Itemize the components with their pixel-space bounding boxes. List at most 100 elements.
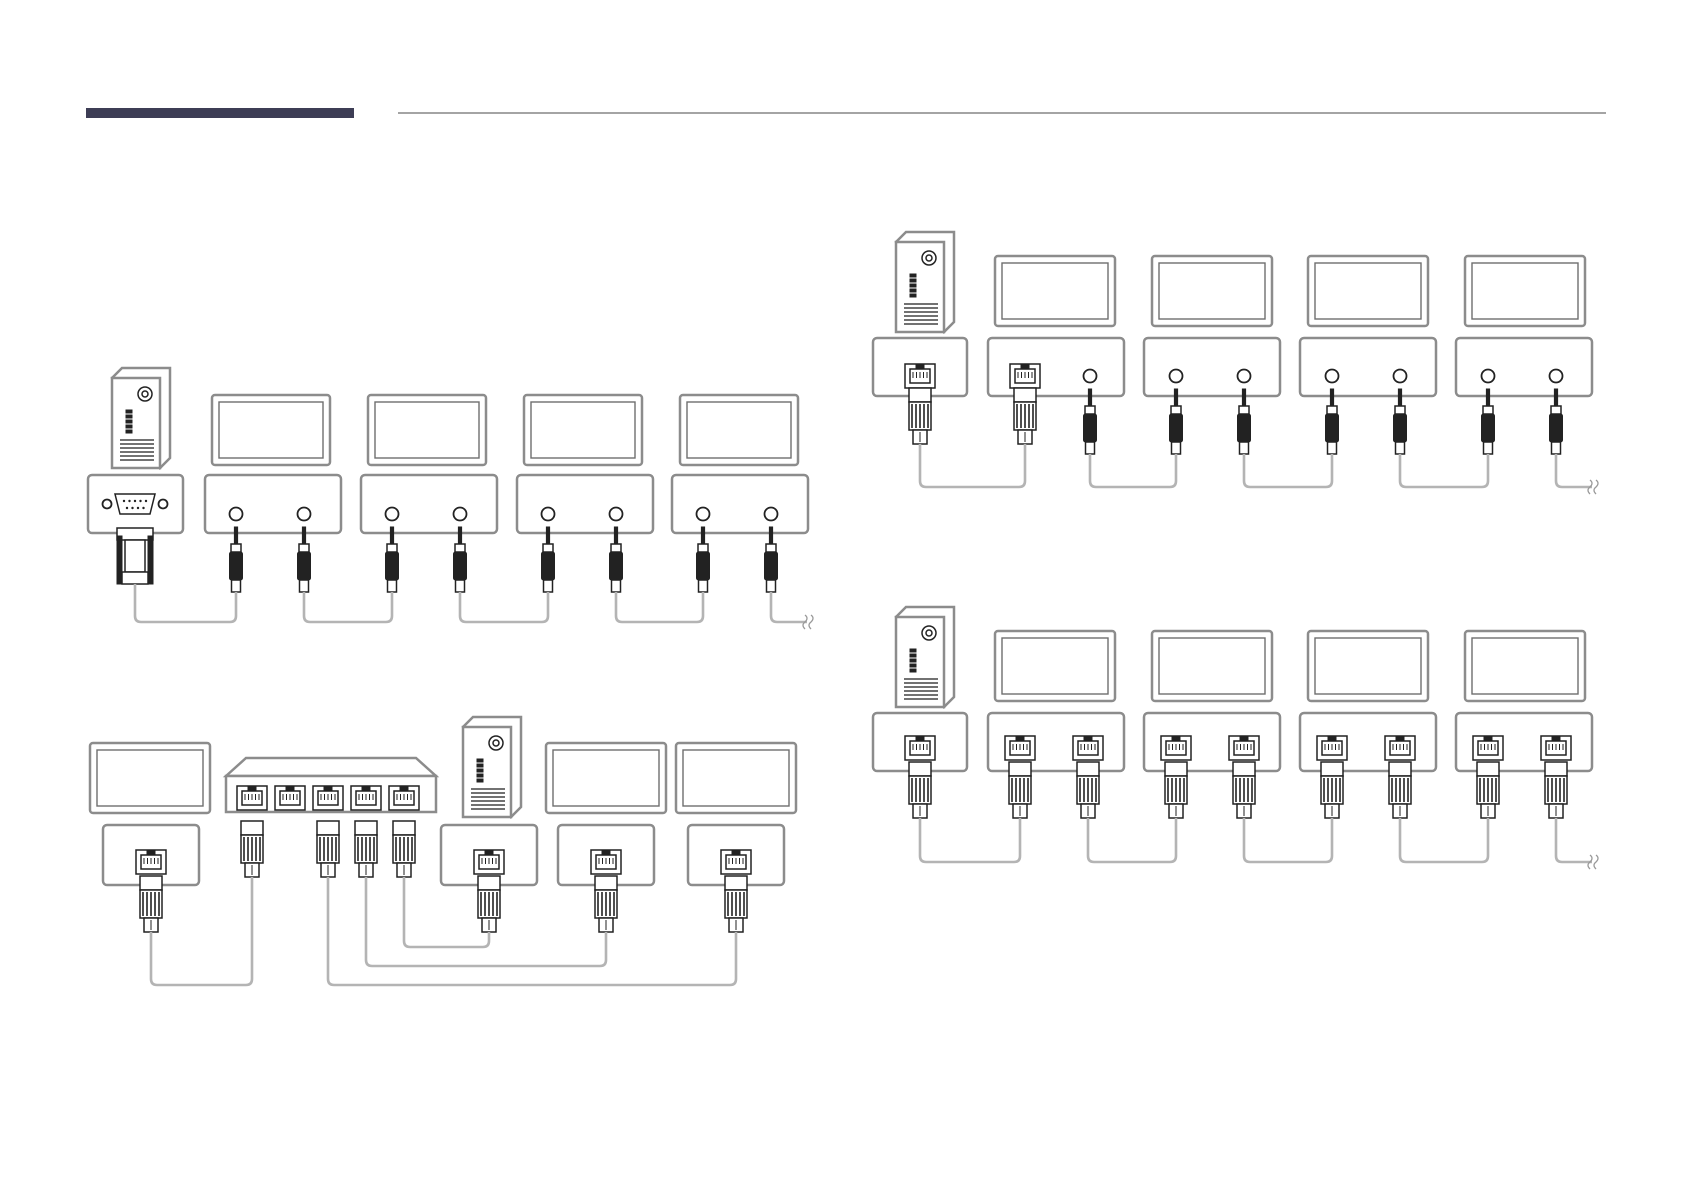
stereo-plug-collar: [1171, 406, 1181, 414]
connector-panel: [205, 475, 341, 533]
rj45-plug-head: [355, 821, 377, 835]
pc-io-port: [910, 649, 916, 652]
display-screen: [1465, 256, 1585, 326]
pc-case-front: [896, 242, 944, 332]
display-screen: [546, 743, 666, 813]
rj45-port: [905, 736, 935, 760]
stereo-plug-boot: [699, 580, 708, 592]
rj45-port-latch: [286, 787, 294, 791]
rj45-plug-icon: [1009, 762, 1031, 818]
rj45-plug-head: [1009, 762, 1031, 776]
stereo-plug-tip: [614, 527, 617, 545]
screen-panel: [1315, 638, 1421, 694]
stereo-plug-grip: [1238, 414, 1251, 442]
stereo-plug-tip: [1174, 389, 1177, 407]
stereo-plug-boot: [1552, 442, 1561, 454]
stereo-plug-tip: [1486, 389, 1489, 407]
screen-panel: [687, 402, 791, 458]
connector-panel: [1456, 338, 1592, 396]
stereo-jack-port: [1326, 370, 1339, 383]
cable-break-mark: [1588, 480, 1598, 494]
cable-break-mark: [1588, 855, 1598, 869]
stereo-jack-port: [697, 508, 710, 521]
stereo-plug-collar: [698, 544, 708, 552]
rj45-plug-icon: [1014, 388, 1036, 444]
rj45-port: [1161, 736, 1191, 760]
stereo-plug-collar: [543, 544, 553, 552]
screen-panel: [219, 402, 323, 458]
stereo-plug-icon: [1238, 389, 1251, 454]
stereo-plug-boot: [1396, 442, 1405, 454]
cable-link: [1244, 454, 1332, 487]
pc-io-port: [477, 759, 483, 762]
rj45-port: [905, 364, 935, 388]
stereo-plug-collar: [1327, 406, 1337, 414]
rs232c-pin: [145, 500, 147, 502]
stereo-plug-icon: [1482, 389, 1495, 454]
stereo-plug-icon: [610, 527, 623, 592]
rj45-plug-icon: [355, 821, 377, 877]
stereo-jack-port: [1084, 370, 1097, 383]
cable-link: [1400, 454, 1488, 487]
rj45-port: [1473, 736, 1503, 760]
pc-fan-hub: [493, 740, 499, 746]
rj45-plug-icon: [1389, 762, 1411, 818]
rj45-plug-head: [241, 821, 263, 835]
screen-panel: [1002, 263, 1108, 319]
rj45-plug-icon: [725, 876, 747, 932]
display-screen: [524, 395, 642, 465]
cable-break-mark: [803, 615, 813, 629]
pc-io-port: [126, 420, 132, 423]
rj45-plug-head: [317, 821, 339, 835]
rj45-port-latch: [324, 787, 332, 791]
pc-io-port: [910, 294, 916, 297]
stereo-jack-port: [230, 508, 243, 521]
network-switch: [226, 758, 436, 812]
pc-icon: [896, 607, 954, 707]
pc-io-port: [126, 425, 132, 428]
pc-io-port: [477, 769, 483, 772]
rj45-plug-head: [725, 876, 747, 890]
rj45-plug-head: [393, 821, 415, 835]
rj45-plug-head: [1477, 762, 1499, 776]
pc-io-port: [910, 664, 916, 667]
rs232c-pin: [142, 507, 144, 509]
cable-link: [135, 584, 236, 622]
screen-panel: [1159, 263, 1265, 319]
lan-daisy-chain-rj45-diagram: [873, 607, 1598, 869]
stereo-jack-port: [542, 508, 555, 521]
stereo-plug-boot: [388, 580, 397, 592]
stereo-plug-collar: [766, 544, 776, 552]
rj45-plug-icon: [1165, 762, 1187, 818]
rj45-plug-icon: [478, 876, 500, 932]
pc-case-front: [112, 378, 160, 468]
display-screen: [1308, 631, 1428, 701]
rj45-plug-icon: [909, 762, 931, 818]
rj45-port: [1541, 736, 1571, 760]
cable-link: [1400, 818, 1488, 862]
rj45-plug-head: [1545, 762, 1567, 776]
screen-panel: [531, 402, 635, 458]
rj45-port-latch: [1552, 737, 1560, 741]
rj45-plug-head: [478, 876, 500, 890]
pc-case-front: [463, 727, 511, 817]
display-screen: [680, 395, 798, 465]
rj45-port-latch: [602, 851, 610, 855]
rs232c-pin: [139, 500, 141, 502]
pc-io-port: [477, 779, 483, 782]
screen-panel: [375, 402, 479, 458]
rs232c-plug-icon: [117, 528, 153, 584]
stereo-plug-icon: [1084, 389, 1097, 454]
rj45-port-latch: [147, 851, 155, 855]
rj45-plug-icon: [909, 388, 931, 444]
display-screen: [1152, 256, 1272, 326]
stereo-jack-port: [1482, 370, 1495, 383]
pc-io-port: [910, 659, 916, 662]
stereo-plug-grip: [386, 552, 399, 580]
stereo-plug-grip: [298, 552, 311, 580]
rj45-plug-icon: [1477, 762, 1499, 818]
rs232c-pin: [131, 507, 133, 509]
cable-link: [920, 818, 1020, 862]
rj45-port: [351, 786, 381, 810]
cable-link: [151, 877, 252, 985]
